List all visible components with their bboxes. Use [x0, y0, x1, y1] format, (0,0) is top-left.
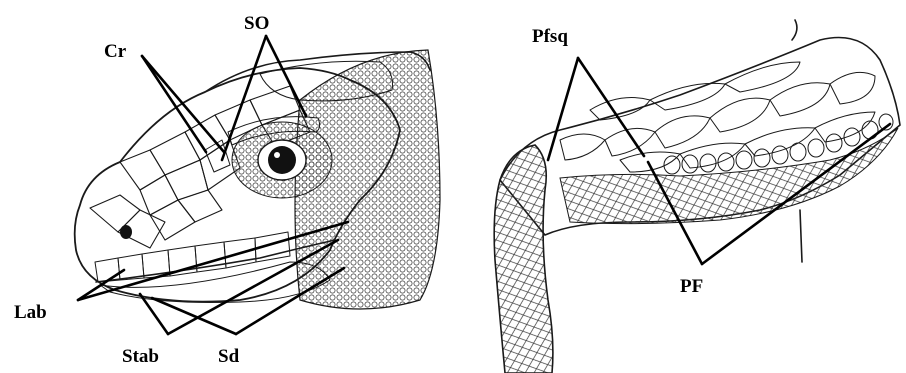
lizard-neck-drawing: [494, 20, 900, 373]
label-sd: Sd: [218, 346, 240, 367]
label-pfsq: Pfsq: [532, 26, 568, 47]
limb-outline: [494, 145, 553, 373]
label-so: SO: [244, 13, 269, 34]
label-lab: Lab: [14, 302, 47, 323]
lizard-head-drawing: [75, 50, 440, 309]
label-stab: Stab: [122, 346, 159, 367]
label-pf: PF: [680, 276, 703, 297]
nostril-icon: [120, 225, 132, 239]
label-cr: Cr: [104, 41, 127, 62]
eye-icon: [268, 146, 296, 174]
